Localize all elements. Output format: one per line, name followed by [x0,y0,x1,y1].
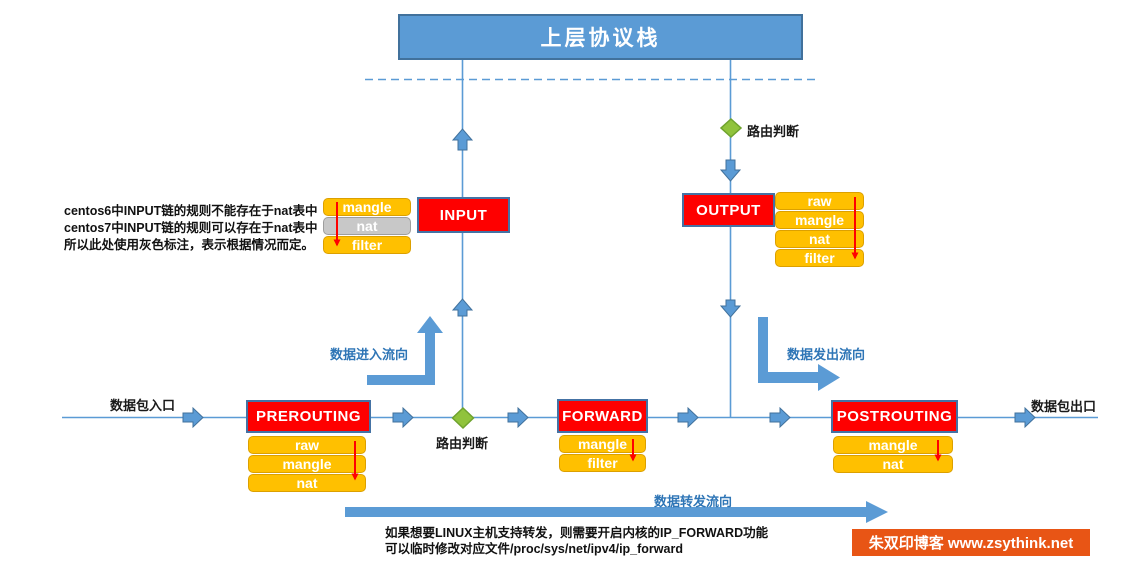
table-mangle: mangle [559,435,646,453]
arrow-down-icon [719,159,742,182]
centos-note-line2: centos7中INPUT链的规则可以存在于nat表中 [64,221,318,235]
centos-note: centos6中INPUT链的规则不能存在于nat表中 centos7中INPU… [64,203,318,254]
arrow-down-icon [719,299,742,318]
ip-forward-note-line1: 如果想要LINUX主机支持转发，则需要开启内核的IP_FORWARD功能 [385,526,769,540]
arrow-up-icon [451,128,474,151]
centos-note-line1: centos6中INPUT链的规则不能存在于nat表中 [64,204,318,218]
protocol-stack-label: 上层协议栈 [540,27,661,50]
protocol-stack-box: 上层协议栈 [398,14,803,60]
table-mangle: mangle [833,436,953,454]
packet-in-label: 数据包入口 [110,398,176,413]
table-nat: nat [833,455,953,473]
output-chain-box: OUTPUT [682,193,775,227]
centos-note-line3: 所以此处使用灰色标注，表示根据情况而定。 [64,238,315,252]
table-mangle: mangle [775,211,864,229]
arrow-right-icon [677,406,699,429]
forward-table-stack: mangle filter [559,435,646,472]
postrouting-chain-box: POSTROUTING [831,400,958,433]
flow-in-label: 数据进入流向 [330,347,409,362]
forward-chain-label: FORWARD [562,407,643,425]
arrow-up-icon [451,298,474,317]
prerouting-chain-box: PREROUTING [246,400,371,433]
prerouting-table-stack: raw mangle nat [248,436,366,492]
postrouting-chain-label: POSTROUTING [836,408,953,425]
watermark-text: 朱双印博客 www.zsythink.net [868,535,1074,552]
route-decision-diamond-top [719,117,743,139]
table-raw: raw [775,192,864,210]
packet-out-label: 数据包出口 [1031,399,1097,414]
forward-chain-box: FORWARD [557,399,648,433]
arrow-right-icon [507,406,529,429]
arrow-right-icon [182,406,204,429]
flow-forward-arrow [345,501,888,523]
ip-forward-note: 如果想要LINUX主机支持转发，则需要开启内核的IP_FORWARD功能 可以临… [385,525,768,557]
table-raw: raw [248,436,366,454]
route-decision-top-label: 路由判断 [747,124,800,139]
ip-forward-note-line2: 可以临时修改对应文件/proc/sys/net/ipv4/ip_forward [385,542,683,556]
prerouting-chain-label: PREROUTING [255,408,361,425]
table-nat: nat [248,474,366,492]
input-chain-box: INPUT [417,197,510,233]
input-chain-label: INPUT [439,206,488,224]
watermark-badge: 朱双印博客 www.zsythink.net [852,529,1090,556]
route-decision-bottom-label: 路由判断 [436,436,489,451]
table-filter: filter [323,236,411,254]
output-table-stack: raw mangle nat filter [775,192,864,267]
arrow-right-icon [392,406,414,429]
table-nat-conditional: nat [323,217,411,235]
input-table-stack: mangle nat filter [323,198,411,254]
table-filter: filter [559,454,646,472]
output-chain-label: OUTPUT [696,201,761,219]
arrow-right-icon [769,406,791,429]
table-mangle: mangle [323,198,411,216]
flow-forward-label: 数据转发流向 [654,494,733,509]
postrouting-table-stack: mangle nat [833,436,953,473]
table-mangle: mangle [248,455,366,473]
table-filter: filter [775,249,864,267]
table-nat: nat [775,230,864,248]
route-decision-diamond-bottom [451,406,475,430]
flow-out-label: 数据发出流向 [787,347,866,362]
